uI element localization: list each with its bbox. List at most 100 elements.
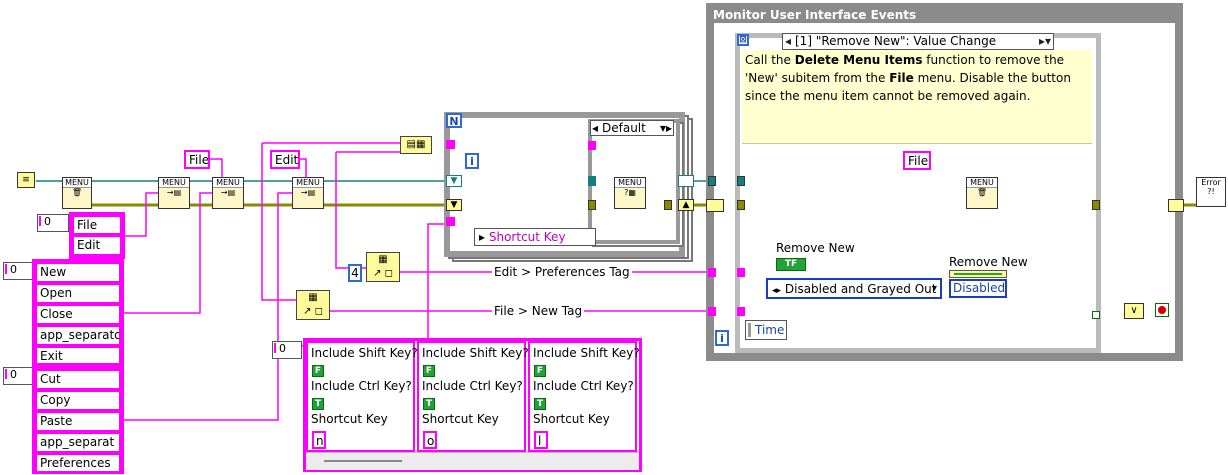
case-string-left	[588, 141, 596, 150]
insert-menu-items-vi-3[interactable]: MENU →▤	[292, 177, 324, 209]
for-loop-iteration: i	[465, 153, 479, 169]
ctrl-key-value[interactable]: T	[423, 398, 435, 410]
for-loop-tunnel-arr-1	[446, 140, 455, 149]
case-error-left	[588, 200, 596, 210]
set-menu-item-info-vi[interactable]: MENU ?▦	[614, 177, 646, 209]
ctrl-key-label: Include Ctrl Key?	[422, 379, 523, 393]
ctrl-key-label: Include Ctrl Key?	[311, 379, 412, 393]
shortcut-key-value[interactable]: l	[534, 431, 548, 449]
trash-icon: 🗑	[976, 188, 988, 197]
shortcut-key-value[interactable]: n	[312, 431, 326, 449]
insert-icon-1: →▤	[166, 188, 182, 197]
vi-title-5: MENU	[615, 178, 645, 188]
ctrl-key-value[interactable]: T	[312, 398, 324, 410]
scrollbar-thumb[interactable]	[324, 460, 402, 462]
shortcut-key-label: Shortcut Key	[311, 412, 388, 426]
shift-key-label: Include Shift Key?	[533, 346, 640, 360]
case-selector-next-icon[interactable]: ▾▸	[659, 121, 672, 135]
case-error-right	[664, 200, 672, 210]
file-item-0: New	[35, 262, 121, 283]
tunnel-new-tag-inner	[737, 307, 745, 316]
error-handler-label: Error ?!	[1201, 178, 1221, 196]
shift-register-left-error	[706, 199, 724, 212]
file-item-3: app_separato	[35, 325, 121, 346]
time-terminal: Time	[745, 320, 787, 340]
property-node-header	[949, 270, 1007, 278]
file-item-2: Close	[35, 304, 121, 325]
shortcut-array-scrollbar[interactable]	[306, 452, 639, 470]
case-refnum-left	[588, 176, 596, 186]
for-loop-shift-right	[678, 175, 694, 187]
shortcut-key-label: Shortcut Key	[422, 412, 499, 426]
vi-title-2: MENU	[159, 178, 189, 188]
delete-menu-items-vi[interactable]: MENU 🗑	[966, 177, 998, 209]
edit-item-1: Copy	[35, 390, 121, 411]
file-items-index[interactable]: 0	[3, 262, 33, 280]
or-node: ∨	[1124, 303, 1144, 319]
tunnel-refnum-inner	[737, 176, 745, 186]
vi-title-4: MENU	[293, 178, 323, 188]
tunnel-error-out	[1092, 200, 1100, 210]
edit-item-2: Paste	[35, 411, 121, 432]
menu-info-icon: ?▦	[624, 188, 636, 197]
case-selector-label: Default	[602, 121, 646, 135]
file-new-tag-label: File > New Tag	[492, 304, 585, 318]
remove-new-label: Remove New	[776, 241, 855, 255]
comment-segment: Delete Menu Items	[794, 53, 923, 67]
shift-key-value[interactable]: F	[312, 365, 324, 377]
index-array-node-2: ▦↗ ◻	[296, 290, 330, 320]
menus-array-index[interactable]: 0	[37, 214, 69, 232]
disabled-enum-constant[interactable]: ◂▸ Disabled and Grayed Out ▾	[766, 278, 942, 299]
property-disabled-value: Disabled	[949, 279, 1007, 298]
vi-title-1: MENU	[63, 178, 91, 188]
shift-key-value[interactable]: F	[534, 365, 546, 377]
vi-title: MENU	[967, 178, 997, 188]
trash-icon-1: 🗑	[71, 188, 83, 197]
tunnel-pref-tag	[708, 268, 716, 277]
time-label: Time	[755, 323, 785, 337]
stop-terminal[interactable]	[1155, 303, 1169, 317]
shortcut-key-value[interactable]: o	[423, 431, 437, 449]
while-loop-iteration: i	[715, 330, 729, 346]
menus-array-item-0: File	[72, 215, 122, 235]
file-item-4: Exit	[35, 346, 121, 365]
tunnel-new-tag	[708, 307, 716, 316]
shift-key-label: Include Shift Key?	[311, 346, 418, 360]
edit-item-4: Preferences	[35, 453, 121, 473]
file-item-1: Open	[35, 283, 121, 304]
event-structure-icon: ⊠	[737, 34, 749, 46]
current-vi-menubar-icon: ≡	[17, 172, 35, 188]
edit-items-index[interactable]: 0	[3, 367, 33, 385]
comment-segment: Call the	[745, 53, 795, 67]
edit-preferences-tag-label: Edit > Preferences Tag	[492, 265, 632, 279]
enum-value: Disabled and Grayed Out	[784, 282, 937, 296]
insert-icon-3: →▤	[300, 188, 316, 197]
comment-segment: function to remove the 'New' subitem fro…	[745, 53, 1065, 85]
remove-new-terminal[interactable]: TF	[776, 258, 806, 271]
case-selector[interactable]: ◂ Default ▾▸	[590, 120, 674, 136]
shortcut-array-index[interactable]: 0	[272, 341, 302, 359]
tunnel-bool-out	[1092, 311, 1100, 319]
property-node-label: Remove New	[949, 255, 1028, 269]
shift-key-value[interactable]: F	[423, 365, 435, 377]
for-loop-error-left: ▼	[446, 199, 462, 211]
shift-key-label: Include Shift Key?	[422, 346, 529, 360]
index-array-node-1: ▦↗ ◻	[366, 252, 400, 282]
ctrl-key-value[interactable]: T	[534, 398, 546, 410]
case-next-icon[interactable]: ▸▾	[1038, 34, 1051, 48]
case-prev-icon[interactable]: ◂	[785, 34, 792, 48]
delete-menu-items-vi-1[interactable]: MENU 🗑	[62, 177, 92, 209]
event-case-selector[interactable]: ◂ [1] "Remove New": Value Change ▸▾	[782, 33, 1054, 50]
insert-menu-items-vi-2[interactable]: MENU →▤	[212, 177, 244, 209]
edit-const-1: Edit	[270, 150, 300, 169]
for-loop-tunnel-arr-2	[446, 217, 455, 226]
comment-text: Call the Delete Menu Items function to r…	[745, 53, 1071, 103]
enum-dropdown-icon[interactable]: ▾	[931, 283, 937, 294]
tunnel-error-inner	[737, 200, 745, 210]
simple-error-handler-vi[interactable]: Error ?!	[1196, 177, 1226, 207]
comment-segment: File	[889, 71, 914, 85]
insert-menu-items-vi-1[interactable]: MENU →▤	[158, 177, 190, 209]
case-selector-prev-icon[interactable]: ◂	[592, 121, 599, 135]
for-loop-error-right: ▲	[678, 199, 694, 211]
